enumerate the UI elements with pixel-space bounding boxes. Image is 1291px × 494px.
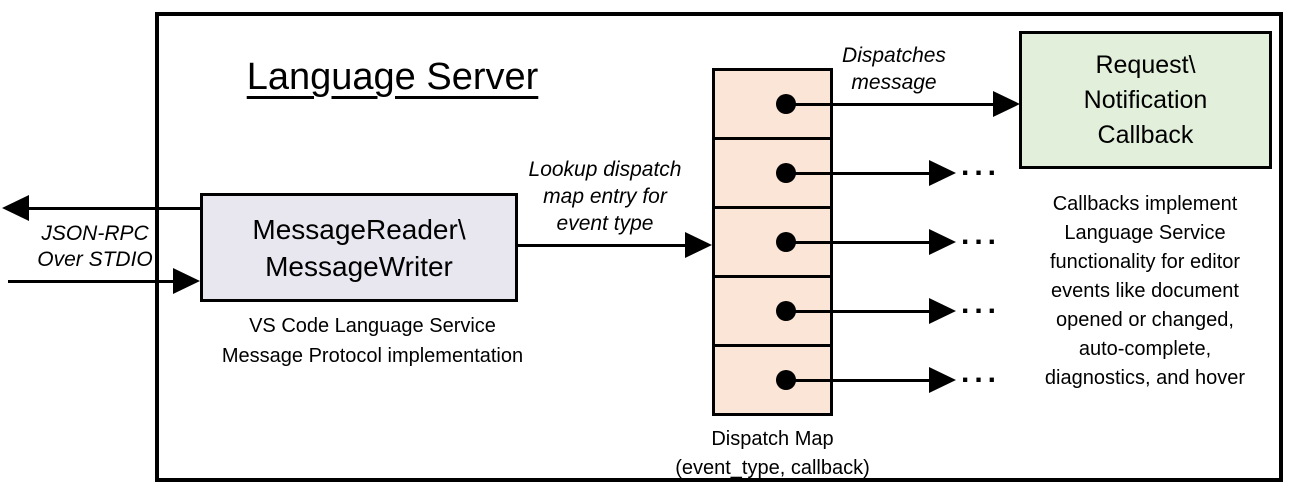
arrow-right-icon: [929, 160, 956, 186]
callback-label: Request\ Notification Callback: [1083, 50, 1208, 149]
message-reader-box: MessageReader\ MessageWriter: [200, 193, 518, 302]
label-dispatches-message: Dispatches message: [842, 44, 946, 94]
arrow-right-icon: [929, 367, 956, 393]
arrow-right-icon: [685, 232, 712, 258]
diagram-title: Language Server: [246, 56, 539, 98]
arrow-dispatch-line: [786, 309, 929, 313]
label-lookup: Lookup dispatch map entry for event type: [528, 158, 682, 235]
arrow-dispatch-line: [786, 171, 929, 175]
dispatch-cell: [715, 71, 1020, 140]
arrow-right-icon: [993, 91, 1020, 117]
callback-box: Request\ Notification Callback: [1019, 31, 1272, 169]
dispatch-cell: ...: [715, 278, 996, 347]
dispatch-map: ... ... ... ...: [712, 68, 1020, 416]
message-reader-caption: VS Code Language Service Message Protoco…: [221, 315, 524, 367]
dispatch-cell: ...: [715, 209, 996, 278]
callback-caption: Callbacks implement Language Service fun…: [1044, 193, 1246, 389]
ellipsis-label: ...: [961, 149, 1002, 182]
arrow-right-icon: [173, 268, 200, 294]
ellipsis-label: ...: [961, 356, 1002, 389]
arrow-left-icon: [2, 195, 29, 221]
ellipsis-label: ...: [961, 218, 1002, 251]
dispatch-map-caption: Dispatch Map (event_type, callback): [675, 428, 870, 479]
message-reader-label: MessageReader\ MessageWriter: [252, 213, 466, 282]
dispatch-cell: ...: [715, 140, 996, 209]
arrow-lookup-line: [518, 244, 688, 247]
ellipsis-label: ...: [961, 287, 1002, 320]
arrow-right-icon: [929, 229, 956, 255]
dispatch-cell: ...: [715, 347, 996, 413]
arrow-dispatch-line: [786, 102, 993, 106]
arrow-dispatch-line: [786, 378, 929, 382]
arrow-stdio-in-line: [8, 280, 174, 283]
arrow-stdio-out-line: [28, 207, 200, 210]
arrow-dispatch-line: [786, 240, 929, 244]
arrow-right-icon: [929, 298, 956, 324]
label-json-rpc: JSON-RPC Over STDIO: [37, 222, 153, 271]
